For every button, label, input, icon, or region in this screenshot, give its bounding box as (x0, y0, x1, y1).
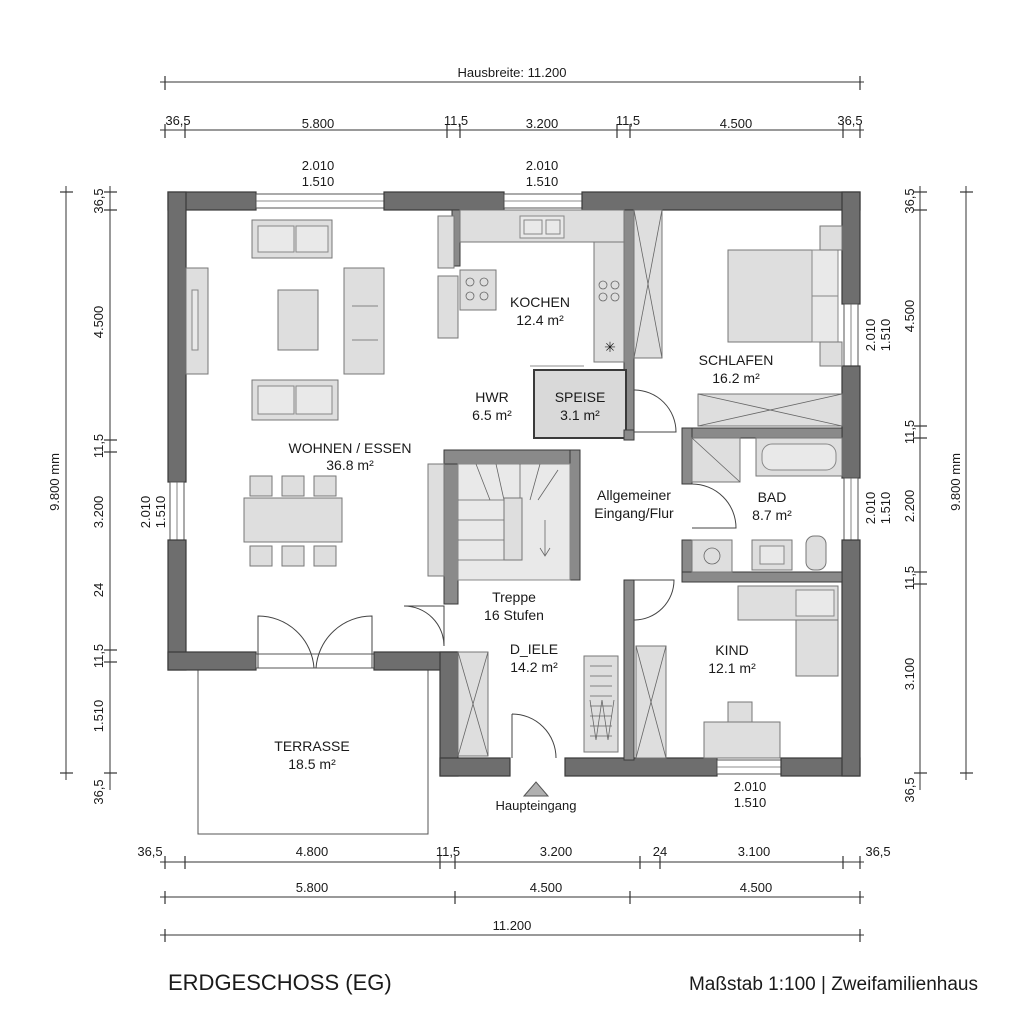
dim-left-4: 24 (91, 583, 106, 597)
room-speise-name: SPEISE (555, 389, 606, 405)
room-terrasse-area: 18.5 m² (288, 756, 336, 772)
dim-top-1: 5.800 (302, 116, 335, 131)
dim-left-0: 36,5 (91, 188, 106, 213)
room-diele-area: 14.2 m² (510, 659, 558, 675)
furniture: ✳ (185, 209, 843, 759)
dim-top-2: 11,5 (444, 113, 468, 128)
room-kind-name: KIND (715, 642, 748, 658)
dim-window-top-mid-h: 1.510 (526, 174, 559, 189)
room-wohnen-area: 36.8 m² (326, 457, 374, 473)
room-hwr-name: HWR (475, 389, 508, 405)
dim-right-5: 3.100 (902, 658, 917, 691)
dim-right-0: 36,5 (902, 188, 917, 213)
dim-left-total: 9.800 mm (47, 453, 62, 511)
room-kind-area: 12.1 m² (708, 660, 756, 676)
dim-left-6: 1.510 (91, 700, 106, 733)
dim-bottom1-6: 36,5 (865, 844, 890, 859)
dim-bottom1-3: 3.200 (540, 844, 573, 859)
dim-window-top-left-w: 2.010 (302, 158, 335, 173)
dim-window-top-mid-w: 2.010 (526, 158, 559, 173)
room-schlafen-area: 16.2 m² (712, 370, 760, 386)
dim-bottom1-2: 11,5 (436, 844, 460, 859)
room-bad-name: BAD (758, 489, 787, 505)
room-treppe-steps: 16 Stufen (484, 607, 544, 623)
dim-left-5: 11,5 (91, 644, 106, 668)
room-kochen-name: KOCHEN (510, 294, 570, 310)
dim-bottom2-2: 4.500 (740, 880, 773, 895)
svg-text:✳: ✳ (604, 339, 616, 355)
room-treppe-name: Treppe (492, 589, 536, 605)
dim-left-7: 36,5 (91, 779, 106, 804)
dim-bottom2-0: 5.800 (296, 880, 329, 895)
dimension-lines (60, 76, 973, 942)
dim-window-top-left-h: 1.510 (302, 174, 335, 189)
dimension-labels: Hausbreite: 11.200 36,5 5.800 11,5 3.200… (47, 65, 963, 933)
dim-left-1: 4.500 (91, 306, 106, 339)
dim-window-right-bad-w: 2.010 (863, 492, 878, 525)
dim-left-3: 3.200 (91, 496, 106, 529)
plan-title: ERDGESCHOSS (EG) (168, 970, 392, 995)
dim-bottom2-1: 4.500 (530, 880, 563, 895)
dim-bottom1-0: 36,5 (137, 844, 162, 859)
dim-right-total: 9.800 mm (948, 453, 963, 511)
room-hwr-area: 6.5 m² (472, 407, 512, 423)
dim-window-left-h: 1.510 (153, 496, 168, 529)
dim-bottom1-4: 24 (653, 844, 667, 859)
dim-bottom-total: 11.200 (493, 918, 532, 933)
doors (257, 389, 737, 797)
dim-top-0: 36,5 (165, 113, 190, 128)
dim-top-6: 36,5 (837, 113, 862, 128)
dim-window-right-top-h: 1.510 (878, 319, 893, 352)
dim-right-1: 4.500 (902, 300, 917, 333)
dim-left-2: 11,5 (91, 434, 106, 458)
room-labels: WOHNEN / ESSEN 36.8 m² KOCHEN 12.4 m² HW… (274, 294, 792, 813)
room-terrasse-name: TERRASSE (274, 738, 349, 754)
dim-right-2: 11,5 (902, 420, 917, 444)
terrace-area (197, 667, 429, 835)
dim-top-4: 11,5 (616, 113, 640, 128)
room-bad-area: 8.7 m² (752, 507, 792, 523)
entrance-label: Haupteingang (496, 798, 577, 813)
room-flur-name2: Eingang/Flur (594, 505, 674, 521)
dim-top-3: 3.200 (526, 116, 559, 131)
dim-window-bottom-w: 2.010 (734, 779, 767, 794)
room-speise-area: 3.1 m² (560, 407, 600, 423)
dim-right-3: 2.200 (902, 490, 917, 523)
dim-window-right-top-w: 2.010 (863, 319, 878, 352)
room-wohnen-name: WOHNEN / ESSEN (289, 440, 412, 456)
dim-bottom1-5: 3.100 (738, 844, 771, 859)
dim-window-right-bad-h: 1.510 (878, 492, 893, 525)
room-diele-name: D_IELE (510, 641, 558, 657)
dim-window-left-w: 2.010 (138, 496, 153, 529)
room-flur-name1: Allgemeiner (597, 487, 671, 503)
room-kochen-area: 12.4 m² (516, 312, 564, 328)
dim-window-bottom-h: 1.510 (734, 795, 767, 810)
plan-scale: Maßstab 1:100 | Zweifamilienhaus (689, 974, 978, 995)
dim-house-width: Hausbreite: 11.200 (458, 65, 567, 80)
room-schlafen-name: SCHLAFEN (699, 352, 774, 368)
dim-bottom1-1: 4.800 (296, 844, 329, 859)
dim-right-4: 11,5 (902, 566, 917, 590)
dim-right-6: 36,5 (902, 777, 917, 802)
dim-top-5: 4.500 (720, 116, 753, 131)
